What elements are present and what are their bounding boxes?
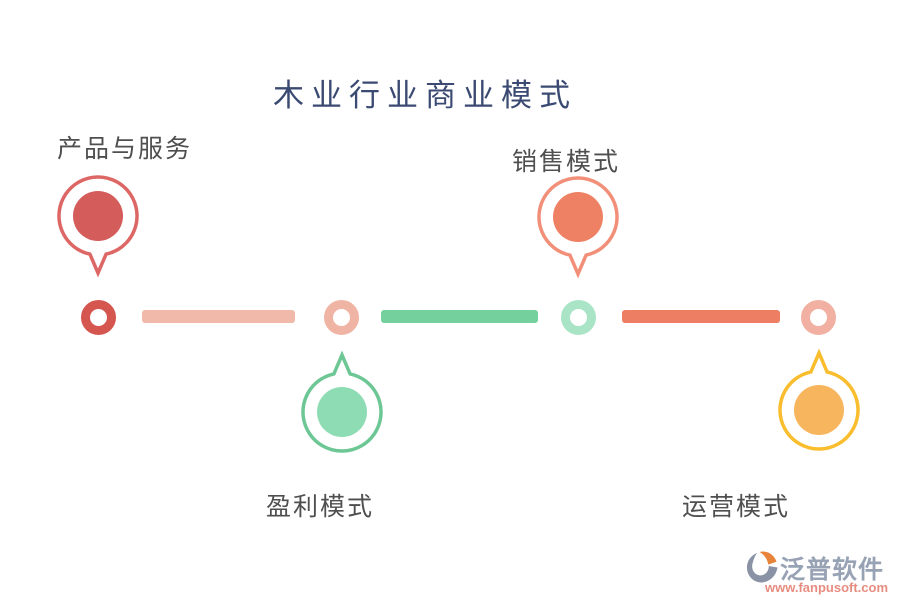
label-products: 产品与服务 — [57, 136, 193, 163]
timeline-node-products — [81, 300, 116, 335]
pin-marker-profit — [301, 350, 383, 453]
label-sales: 销售模式 — [512, 149, 621, 176]
timeline-segment-1 — [142, 310, 295, 323]
pin-marker-operations — [778, 348, 860, 451]
pin-dot — [317, 387, 367, 437]
pin-marker-products — [57, 175, 139, 278]
timeline-node-sales — [561, 300, 596, 335]
pin-marker-sales — [537, 176, 619, 279]
pin-dot — [794, 385, 844, 435]
fanpu-logo-text: 泛普软件 — [780, 557, 885, 584]
logo-swoosh-gray — [746, 552, 778, 583]
logo-swoosh-orange — [759, 551, 777, 565]
pin-dot — [553, 192, 603, 242]
timeline-segment-3 — [622, 310, 780, 323]
label-operations: 运营模式 — [682, 494, 791, 521]
fanpu-logo-url: www.fanpusoft.com — [765, 580, 889, 595]
pin-dot — [73, 191, 123, 241]
timeline-node-operations — [801, 300, 836, 335]
label-profit: 盈利模式 — [266, 494, 375, 521]
diagram-title: 木业行业商业模式 — [273, 78, 577, 113]
fanpu-logo-icon — [746, 551, 778, 583]
timeline-node-profit — [324, 300, 359, 335]
timeline-segment-2 — [381, 310, 538, 323]
fanpu-logo-link[interactable]: 泛普软件 www.fanpusoft.com — [743, 548, 893, 596]
